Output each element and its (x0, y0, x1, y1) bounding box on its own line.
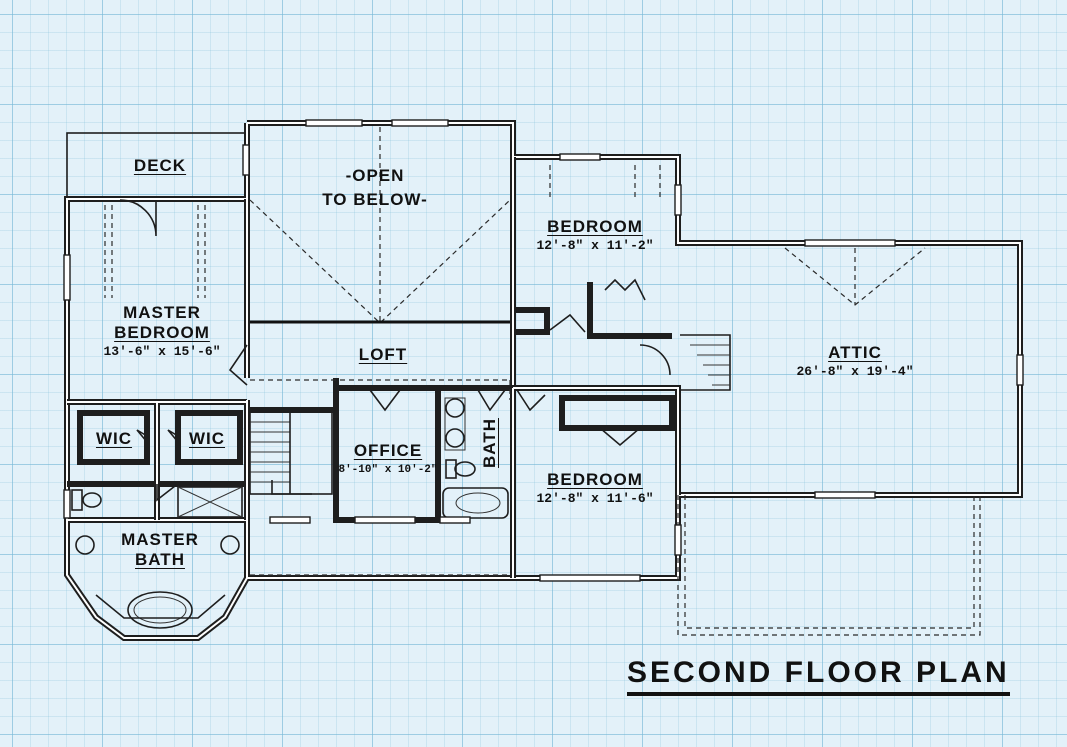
master-bedroom-dims: 13'-6" x 15'-6" (103, 344, 221, 359)
open-to-below-line1: -OPEN (345, 166, 405, 185)
office-label: OFFICE 8'-10" x 10'-2" (338, 441, 437, 479)
bedroom-bottom-label: BEDROOM 12'-8" x 11'-6" (536, 470, 653, 508)
doors (119, 199, 671, 502)
bedroom-top-label: BEDROOM 12'-8" x 11'-2" (536, 217, 653, 255)
wic-left-label: WIC (96, 429, 132, 449)
bedroom-top-name: BEDROOM (547, 217, 643, 236)
master-bath-line1: MASTER (121, 530, 199, 549)
wic-left-name: WIC (95, 429, 133, 448)
porch-outline (250, 495, 981, 636)
bedroom-bottom-dims: 12'-8" x 11'-6" (536, 491, 654, 506)
master-bath-label: MASTER BATH (121, 530, 199, 570)
open-to-below-lines (249, 127, 511, 400)
fixtures (71, 397, 509, 629)
bath-label: BATH (480, 418, 500, 468)
bedroom-top-dims: 12'-8" x 11'-2" (536, 238, 654, 253)
master-bath-line2: BATH (135, 550, 185, 569)
bath-name: BATH (480, 418, 499, 468)
open-to-below-label: -OPEN TO BELOW- (322, 166, 428, 210)
master-bedroom-line2: BEDROOM (114, 323, 210, 342)
attic-name: ATTIC (828, 343, 882, 362)
attic-dims: 26'-8" x 19'-4" (796, 364, 914, 379)
wic-right-label: WIC (189, 429, 225, 449)
wic-right-name: WIC (188, 429, 226, 448)
windows (63, 119, 1024, 582)
attic-label: ATTIC 26'-8" x 19'-4" (796, 343, 913, 381)
loft-label: LOFT (359, 345, 407, 365)
stairs (249, 334, 731, 495)
plan-title: SECOND FLOOR PLAN (627, 656, 1010, 696)
office-dims: 8'-10" x 10'-2" (338, 464, 438, 476)
closet-rods (104, 165, 661, 298)
master-bedroom-label: MASTER BEDROOM 13'-6" x 15'-6" (103, 303, 220, 361)
deck-label: DECK (134, 156, 186, 176)
loft-name: LOFT (358, 345, 408, 364)
attic-roof-lines (784, 247, 926, 306)
bedroom-bottom-name: BEDROOM (547, 470, 643, 489)
master-bedroom-line1: MASTER (123, 303, 201, 322)
deck-name: DECK (133, 156, 187, 175)
office-name: OFFICE (353, 441, 423, 460)
open-to-below-line2: TO BELOW- (322, 190, 428, 209)
interior-walls (67, 157, 681, 578)
